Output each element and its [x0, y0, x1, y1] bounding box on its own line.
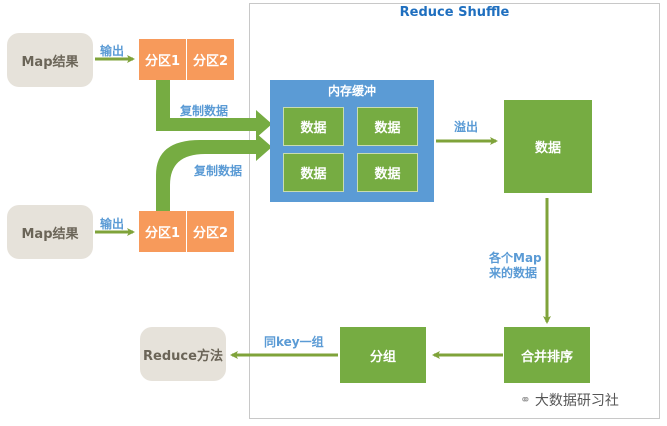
merge-source-label: 各个Map 来的数据 [489, 251, 542, 281]
copy-arrow-2 [156, 133, 272, 211]
partition-1-map-1: 分区1 [139, 39, 186, 80]
copy-arrow-1 [156, 80, 272, 138]
merge-source-line-1: 各个Map [489, 251, 542, 265]
watermark-text: 大数据研习社 [534, 393, 619, 409]
watermark: ⚭ 大数据研习社 [520, 390, 619, 410]
diagram-title: Reduce Shuffle [399, 5, 510, 20]
buffer-data-3: 数据 [283, 153, 344, 192]
spill-label: 溢出 [454, 120, 479, 134]
buffer-data-4: 数据 [357, 153, 418, 192]
spilled-data-box: 数据 [504, 100, 592, 193]
map-result-1: Map结果 [7, 33, 93, 87]
merge-source-line-2: 来的数据 [489, 266, 538, 280]
memory-buffer-title: 内存缓冲 [327, 84, 376, 98]
copy-label-2: 复制数据 [194, 164, 243, 178]
buffer-data-2: 数据 [357, 107, 418, 146]
partition-2-map-2: 分区2 [187, 211, 234, 252]
output-label-1: 输出 [100, 44, 125, 58]
merge-sort-box: 合并排序 [504, 327, 590, 383]
partition-1-map-2: 分区1 [139, 211, 186, 252]
reduce-method: Reduce方法 [140, 327, 226, 381]
reduce-shuffle-frame [249, 3, 660, 419]
group-box: 分组 [340, 327, 426, 383]
partition-2-map-1: 分区2 [187, 39, 234, 80]
wechat-icon: ⚭ [520, 392, 531, 408]
map-result-2: Map结果 [7, 205, 93, 259]
output-label-2: 输出 [100, 217, 125, 231]
copy-label-1: 复制数据 [180, 104, 229, 118]
buffer-data-1: 数据 [283, 107, 344, 146]
group-label: 同key一组 [264, 335, 324, 349]
